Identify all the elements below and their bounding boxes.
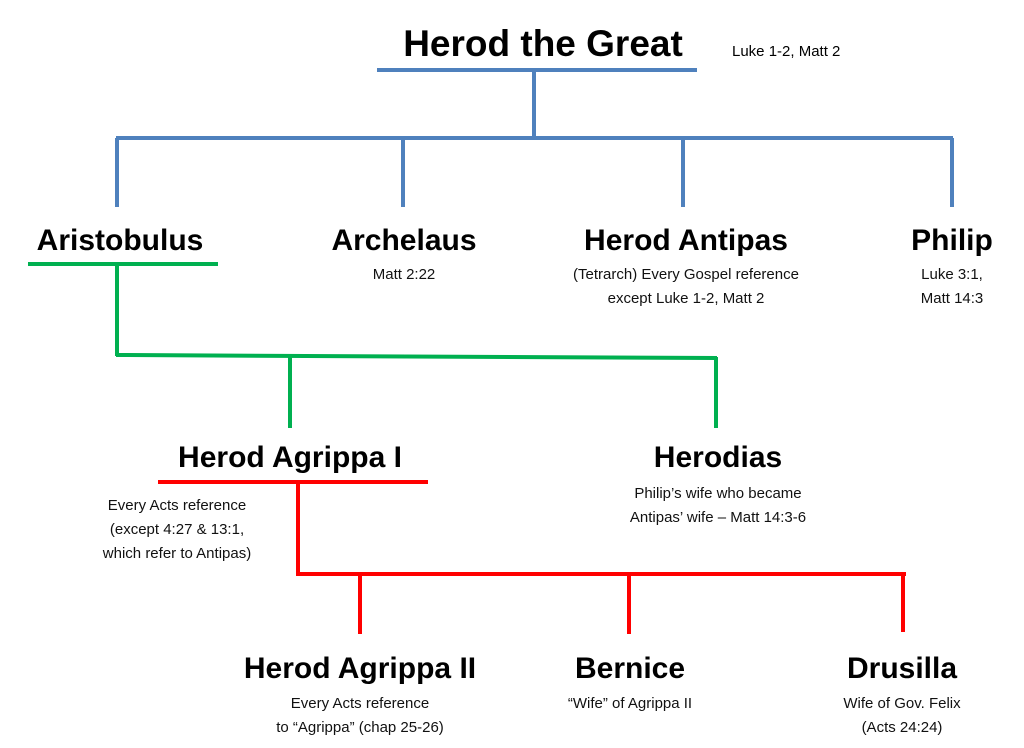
note-line: which refer to Antipas) bbox=[102, 545, 252, 562]
connector-line bbox=[115, 353, 718, 360]
bernice-name: Bernice bbox=[574, 652, 686, 685]
note-line: (Tetrarch) Every Gospel reference bbox=[573, 266, 799, 283]
herod-antipas-name: Herod Antipas bbox=[584, 224, 788, 257]
note-line: Every Acts reference bbox=[107, 497, 247, 514]
herodias-name: Herodias bbox=[653, 441, 783, 474]
note-line: (Acts 24:24) bbox=[861, 719, 943, 736]
herod-agrippa-ii-notes: Every Acts reference to “Agrippa” (chap … bbox=[276, 692, 444, 740]
drusilla-notes: Wife of Gov. Felix (Acts 24:24) bbox=[843, 692, 960, 740]
note-line: Luke 3:1, bbox=[921, 266, 983, 283]
note-line: Wife of Gov. Felix bbox=[843, 695, 961, 712]
herod-the-great-name: Herod the Great bbox=[403, 23, 683, 64]
archelaus-notes: Matt 2:22 bbox=[373, 263, 436, 287]
note-line: to “Agrippa” (chap 25-26) bbox=[276, 719, 444, 736]
note-line: Matt 14:3 bbox=[920, 290, 984, 307]
herod-agrippa-ii-name: Herod Agrippa II bbox=[243, 652, 477, 685]
note-line: Philip’s wife who became bbox=[634, 485, 802, 502]
herod-the-great-refs: Luke 1-2, Matt 2 bbox=[732, 43, 841, 60]
herodias-notes: Philip’s wife who became Antipas’ wife –… bbox=[630, 482, 806, 530]
herod-antipas-notes: (Tetrarch) Every Gospel reference except… bbox=[573, 263, 799, 311]
note-line: Matt 2:22 bbox=[372, 266, 436, 283]
archelaus-name: Archelaus bbox=[331, 224, 477, 257]
philip-notes: Luke 3:1, Matt 14:3 bbox=[921, 263, 984, 311]
herod-agrippa-i-notes: Every Acts reference (except 4:27 & 13:1… bbox=[103, 494, 251, 566]
note-line: (except 4:27 & 13:1, bbox=[109, 521, 245, 538]
note-line: Antipas’ wife – Matt 14:3-6 bbox=[629, 509, 807, 526]
note-line: except Luke 1-2, Matt 2 bbox=[607, 290, 765, 307]
note-line: Every Acts reference bbox=[290, 695, 430, 712]
bernice-notes: “Wife” of Agrippa II bbox=[568, 692, 692, 716]
aristobulus-name: Aristobulus bbox=[36, 224, 204, 257]
philip-name: Philip bbox=[911, 224, 993, 257]
drusilla-name: Drusilla bbox=[846, 652, 958, 685]
herod-agrippa-i-name: Herod Agrippa I bbox=[178, 441, 402, 474]
note-line: “Wife” of Agrippa II bbox=[567, 695, 693, 712]
